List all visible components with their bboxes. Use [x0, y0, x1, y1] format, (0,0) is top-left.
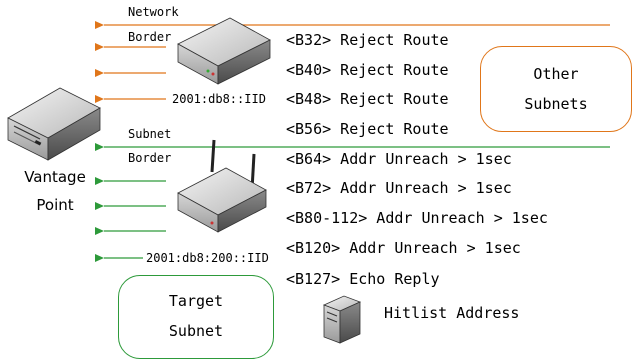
target-subnet-box: Target Subnet	[118, 275, 274, 359]
route-b72: <B72> Addr Unreach > 1sec	[286, 179, 512, 197]
route-b127: <B127> Echo Reply	[286, 270, 440, 288]
other-subnets-label-2: Subnets	[524, 95, 588, 113]
server-icon	[7, 87, 101, 161]
route-b48: <B48> Reject Route	[286, 90, 449, 108]
route-b40: <B40> Reject Route	[286, 61, 449, 79]
route-b80-112: <B80-112> Addr Unreach > 1sec	[286, 209, 548, 227]
subnet-border-label-1: Subnet	[128, 127, 172, 141]
tower-server-icon	[322, 295, 362, 344]
other-subnets-label-1: Other	[533, 65, 579, 83]
wireless-router-icon	[177, 139, 267, 233]
iid-network-label: 2001:db8::IID	[172, 92, 266, 106]
vantage-point-label-1: Vantage	[24, 168, 86, 186]
subnet-border-label-2: Border	[128, 151, 172, 165]
network-arrows	[95, 21, 610, 103]
other-subnets-box: Other Subnets	[480, 46, 632, 132]
network-border-label-1: Network	[128, 5, 179, 19]
route-b64: <B64> Addr Unreach > 1sec	[286, 150, 512, 168]
subnet-arrows	[95, 143, 610, 262]
target-subnet-label-2: Subnet	[168, 322, 224, 340]
network-border-label-2: Border	[128, 30, 172, 44]
router-icon	[177, 17, 271, 85]
target-subnet-label-1: Target	[168, 292, 224, 310]
route-b32: <B32> Reject Route	[286, 31, 449, 49]
iid-subnet-label: 2001:db8:200::IID	[146, 251, 269, 265]
hitlist-address-label: Hitlist Address	[384, 304, 520, 322]
route-b120: <B120> Addr Unreach > 1sec	[286, 239, 521, 257]
vantage-point-label-2: Point	[36, 196, 74, 214]
route-b56: <B56> Reject Route	[286, 120, 449, 138]
